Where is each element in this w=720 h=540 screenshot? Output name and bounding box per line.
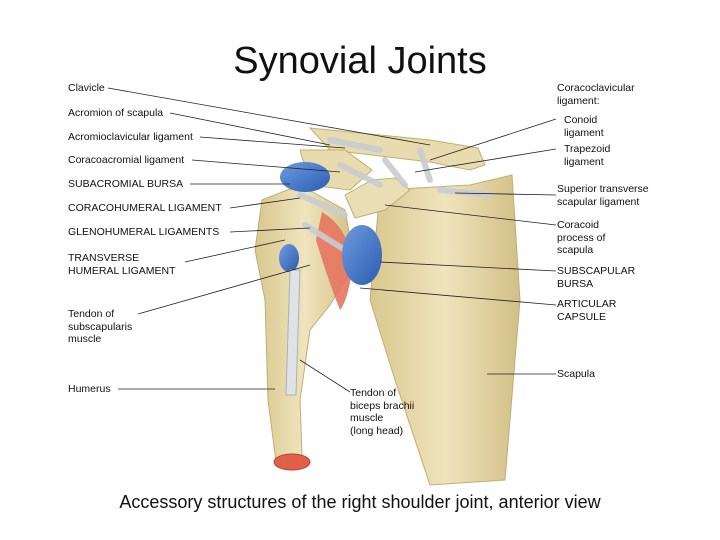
leader-subscapularis <box>137 264 311 315</box>
leader-coracoacromial <box>191 159 341 173</box>
scapula-bone <box>369 174 521 486</box>
leader-coracohumeral <box>229 197 301 209</box>
label-biceps-tendon: Tendon of biceps brachii muscle (long he… <box>350 387 415 437</box>
leader-transverse <box>184 239 286 263</box>
label-coracoacromial-ligament: Coracoacromial ligament <box>68 154 185 166</box>
label-acromion: Acromion of scapula <box>68 107 164 119</box>
leader-acromion <box>169 112 331 146</box>
label-articular-capsule: ARTICULAR CAPSULE <box>557 298 617 323</box>
label-subscapular-bursa: SUBSCAPULAR BURSA <box>557 265 636 290</box>
leader-glenohumeral <box>229 227 311 233</box>
glenohumeral-ligament-shape <box>302 222 348 253</box>
label-scapula: Scapula <box>557 368 595 380</box>
label-coracoid-process: Coracoid process of scapula <box>557 219 606 256</box>
sup-transverse-ligament-shape <box>437 187 493 198</box>
leader-clavicle <box>107 87 431 146</box>
leader-coracoclavicular-conoid <box>429 118 557 161</box>
leader-sup-transverse <box>454 192 557 196</box>
conoid-ligament-shape <box>417 147 433 183</box>
label-acromioclavicular-ligament: Acromioclavicular ligament <box>68 131 193 143</box>
leader-coracoid <box>384 204 557 226</box>
coracoclavicular-ligament-shape <box>382 157 408 188</box>
subacromial-bursa-shape <box>280 162 330 192</box>
humerus-cut-end <box>273 453 311 471</box>
label-superior-transverse-scapular-ligament: Superior transverse scapular ligament <box>557 183 649 208</box>
label-glenohumeral-ligaments: GLENOHUMERAL LIGAMENTS <box>68 226 220 238</box>
leader-acromioclavicular <box>199 136 346 149</box>
leader-subscapular-bursa <box>379 261 557 272</box>
page-title: Synovial Joints <box>233 40 487 82</box>
label-coracohumeral-ligament: CORACOHUMERAL LIGAMENT <box>68 202 222 214</box>
biceps-tendon-shape <box>285 269 301 396</box>
acromioclavicular-ligament-shape <box>327 137 383 153</box>
coracohumeral-ligament-shape <box>297 192 348 218</box>
label-humerus: Humerus <box>68 383 111 395</box>
label-trapezoid-ligament: Trapezoid ligament <box>564 143 611 168</box>
bicipital-sheath-shape <box>279 244 299 272</box>
coracoacromial-ligament-shape <box>337 162 383 188</box>
leader-trapezoid <box>414 148 557 173</box>
figure-caption: Accessory structures of the right should… <box>119 492 601 512</box>
label-clavicle: Clavicle <box>68 82 105 94</box>
subscapular-bursa-shape <box>342 225 382 285</box>
label-subscapularis-tendon: Tendon of subscapularis muscle <box>68 308 133 345</box>
leader-biceps <box>299 359 351 393</box>
label-subacromial-bursa: SUBACROMIAL BURSA <box>68 178 184 190</box>
label-conoid-ligament: Conoid ligament <box>564 114 604 139</box>
label-transverse-humeral-ligament: TRANSVERSE HUMERAL LIGAMENT <box>68 252 176 277</box>
label-coracoclavicular-ligament: Coracoclavicular ligament: <box>557 82 635 107</box>
leader-articular <box>359 287 557 306</box>
